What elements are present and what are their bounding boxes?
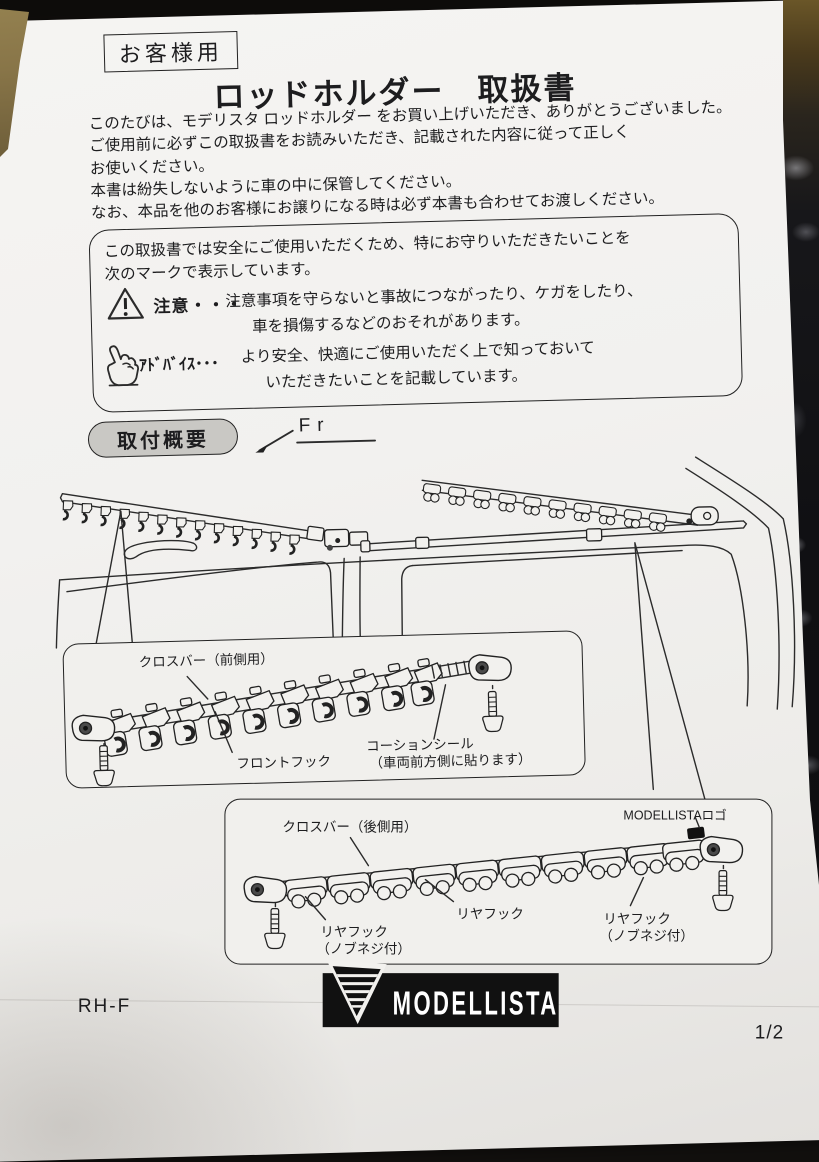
advice-text: いただきたいことを記載しています。 — [265, 364, 527, 393]
caution-text: 注意事項を守らないと事故につながったり、ケガをしたり、 — [225, 278, 643, 311]
pointing-hand-icon — [100, 340, 143, 391]
overview-center-joint — [306, 525, 368, 552]
front-direction-label: Fr — [298, 415, 331, 438]
audience-label-box: お客様用 — [103, 31, 238, 72]
rear-crossbar-detail-box: MODELLISTAロゴ クロスバー（後側用） リヤフック リヤフック （ノブネ… — [224, 799, 772, 965]
section-heading-pill: 取付概要 — [88, 418, 239, 458]
advice-label: ｱﾄﾞﾊﾞｲｽ･･･ — [139, 350, 220, 376]
model-code: RH-F — [78, 996, 131, 1018]
safety-notice-box: この取扱書では安全にご使用いただくため、特にお守りいただきたいことを 次のマーク… — [88, 213, 743, 413]
overview-rear-crossbar — [421, 473, 718, 539]
brand-name: MODELLISTA — [393, 984, 559, 1023]
modellista-logo-label: MODELLISTAロゴ — [623, 805, 726, 824]
front-hook-label: フロントフック — [236, 750, 331, 772]
warning-triangle-icon — [105, 286, 146, 323]
front-crossbar-label: クロスバー（前側用） — [139, 647, 274, 671]
overview-side-bar — [360, 521, 746, 552]
notice-line: この取扱書では安全にご使用いただくため、特にお守りいただきたいことを — [104, 226, 631, 262]
brand-triangle-icon — [327, 960, 391, 1026]
section-heading: 取付概要 — [117, 422, 210, 453]
modellista-brand-logo: MODELLISTA — [321, 960, 561, 1036]
caution-text: 車を損傷するなどのおそれがあります。 — [252, 307, 530, 336]
rear-hook-left-note: （ノブネジ付） — [316, 938, 411, 958]
overview-front-crossbar — [60, 486, 368, 561]
assist-grip — [124, 540, 197, 559]
audience-label: お客様用 — [118, 34, 223, 69]
rear-crossbar-label: クロスバー（後側用） — [282, 816, 417, 836]
front-crossbar-detail-box: クロスバー（前側用） フロントフック コーションシール （車両前方側に貼ります） — [62, 630, 586, 789]
modellista-logo-mark — [687, 827, 705, 840]
page-number: 1/2 — [755, 1022, 784, 1044]
intro-paragraph: このたびは、モデリスタ ロッドホルダー をお買い上げいただき、ありがとうございま… — [88, 96, 771, 225]
notice-line: 次のマークで表示しています。 — [104, 257, 320, 285]
advice-text: より安全、快適にご使用いただく上で知っておいて — [241, 336, 596, 367]
rear-hook-right-note: （ノブネジ付） — [599, 925, 694, 945]
caution-seal-label-note: （車両前方側に貼ります） — [369, 748, 531, 772]
rear-hook-center-label: リヤフック — [456, 903, 524, 923]
